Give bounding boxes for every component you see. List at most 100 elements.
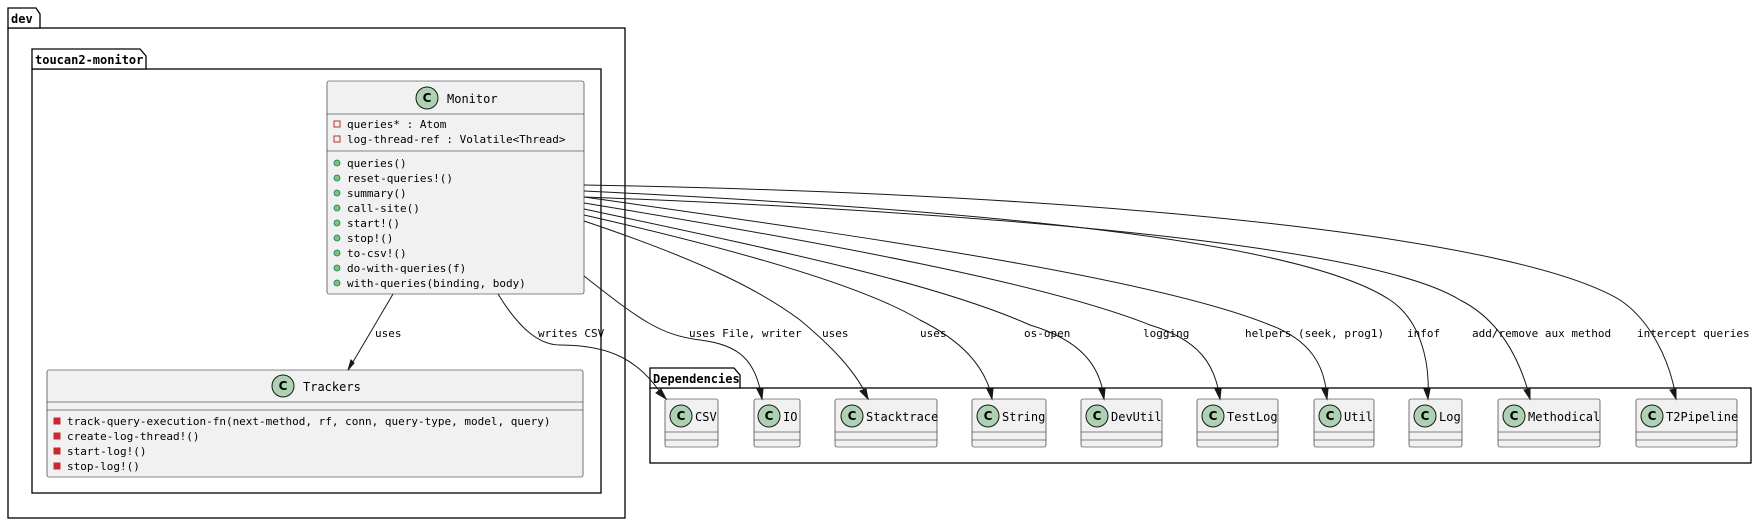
class-icon-letter: C <box>1510 409 1519 423</box>
class-icon-letter: C <box>423 91 432 105</box>
class-t2pipeline[interactable]: C T2Pipeline <box>1635 398 1738 448</box>
class-icon-letter: C <box>848 409 857 423</box>
class-icon-letter: C <box>1326 409 1335 423</box>
class-monitor-box <box>326 80 585 295</box>
class-icon <box>415 86 439 110</box>
public-method-icon <box>333 189 341 197</box>
class-methodical-title: Methodical <box>1528 410 1600 424</box>
class-util[interactable]: C Util <box>1313 398 1375 448</box>
class-monitor-method: with-queries(binding, body) <box>347 277 526 290</box>
edge-label-util: helpers (seek, prog1) <box>1245 327 1384 340</box>
edge-arrowhead <box>1523 388 1531 401</box>
edge-arrowhead <box>756 388 764 401</box>
public-method-icon <box>333 174 341 182</box>
class-testlog[interactable]: C TestLog <box>1196 398 1279 448</box>
private-field-icon <box>333 135 341 143</box>
class-trackers[interactable]: C Trackers track-query-execution-fn(next… <box>46 369 584 478</box>
package-dependencies-tab <box>649 367 741 389</box>
public-method-icon <box>333 204 341 212</box>
class-methodical[interactable]: C Methodical <box>1497 398 1601 448</box>
class-icon-letter: C <box>1648 409 1657 423</box>
edge-arrowhead <box>1669 388 1677 401</box>
edge-label-testlog: logging <box>1143 327 1189 340</box>
package-toucan2-monitor-label: toucan2-monitor <box>35 53 143 67</box>
class-icon <box>757 404 781 428</box>
edge-label-devutil: os-open <box>1024 327 1070 340</box>
edge-label-methodical: add/remove aux method <box>1472 327 1611 340</box>
class-icon <box>271 374 295 398</box>
class-monitor-method: start!() <box>347 217 400 230</box>
class-monitor-method: reset-queries!() <box>347 172 453 185</box>
public-method-icon <box>333 219 341 227</box>
class-monitor-method: to-csv!() <box>347 247 407 260</box>
private-method-icon <box>53 432 61 440</box>
class-icon <box>840 404 864 428</box>
class-stacktrace-title: Stacktrace <box>866 410 938 424</box>
class-monitor-method: do-with-queries(f) <box>347 262 466 275</box>
private-method-icon <box>53 447 61 455</box>
edge-label-t2pipeline: intercept queries <box>1637 327 1750 340</box>
edge-label-stacktrace: uses <box>822 327 849 340</box>
private-method-icon <box>53 417 61 425</box>
package-dev-frame <box>7 27 626 519</box>
class-icon <box>1413 404 1437 428</box>
package-dev-label: dev <box>11 12 33 26</box>
class-monitor-method: queries() <box>347 157 407 170</box>
public-method-icon <box>333 264 341 272</box>
package-dev: dev <box>7 7 626 519</box>
edge-monitor-log <box>583 190 1429 399</box>
class-icon-letter: C <box>984 409 993 423</box>
edge-monitor-string <box>583 214 993 399</box>
edge-monitor-t2pipeline <box>583 184 1677 399</box>
class-monitor-method: call-site() <box>347 202 420 215</box>
class-trackers-method: create-log-thread!() <box>67 430 199 443</box>
class-icon-letter: C <box>765 409 774 423</box>
package-toucan2-monitor-tab <box>31 48 147 70</box>
package-dependencies-label: Dependencies <box>653 372 740 386</box>
private-method-icon <box>53 462 61 470</box>
class-log[interactable]: C Log <box>1408 398 1463 448</box>
class-monitor-method: stop!() <box>347 232 393 245</box>
package-dev-tab <box>7 7 41 29</box>
class-trackers-method: start-log!() <box>67 445 146 458</box>
class-icon <box>1085 404 1109 428</box>
class-testlog-title: TestLog <box>1227 410 1278 424</box>
class-icon-letter: C <box>1421 409 1430 423</box>
class-io[interactable]: C IO <box>753 398 801 448</box>
class-icon <box>669 404 693 428</box>
edge-arrowhead <box>1321 388 1329 401</box>
edge-arrowhead <box>986 388 994 401</box>
class-csv[interactable]: C CSV <box>664 398 719 448</box>
edge-arrowhead <box>1098 388 1106 401</box>
class-monitor[interactable]: C Monitor queries* : Atom log-thread-ref… <box>326 80 585 295</box>
public-method-icon <box>333 159 341 167</box>
private-field-icon <box>333 120 341 128</box>
class-t2pipeline-title: T2Pipeline <box>1666 410 1738 424</box>
class-stacktrace[interactable]: C Stacktrace <box>834 398 938 448</box>
public-method-icon <box>333 279 341 287</box>
package-toucan2-monitor: toucan2-monitor <box>31 48 602 494</box>
edge-arrowhead <box>859 388 869 401</box>
class-icon <box>1640 404 1664 428</box>
class-util-title: Util <box>1344 410 1373 424</box>
package-dependencies-frame <box>649 387 1752 464</box>
public-method-icon <box>333 234 341 242</box>
class-icon <box>1502 404 1526 428</box>
class-devutil[interactable]: C DevUtil <box>1080 398 1163 448</box>
class-trackers-method: track-query-execution-fn(next-method, rf… <box>67 415 550 428</box>
class-icon <box>1201 404 1225 428</box>
edges: uses writes CSV uses File, writer uses u… <box>347 184 1750 401</box>
edge-label-string: uses <box>920 327 947 340</box>
edge-label-io: uses File, writer <box>689 327 802 340</box>
class-icon-letter: C <box>1093 409 1102 423</box>
edge-monitor-csv <box>497 293 665 399</box>
class-trackers-title: Trackers <box>303 380 361 394</box>
class-icon-letter: C <box>677 409 686 423</box>
edge-monitor-devutil <box>583 208 1105 399</box>
class-monitor-title: Monitor <box>447 92 498 106</box>
class-string[interactable]: C String <box>971 398 1047 448</box>
class-icon-letter: C <box>279 379 288 393</box>
class-monitor-field: queries* : Atom <box>347 118 447 131</box>
class-log-title: Log <box>1439 410 1461 424</box>
